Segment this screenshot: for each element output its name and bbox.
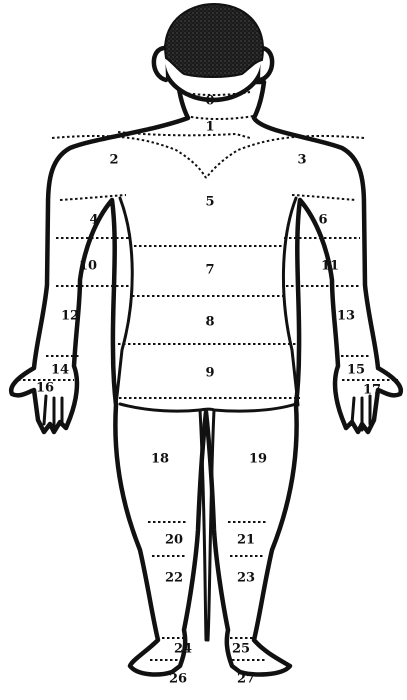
region-label-3: 3	[297, 153, 306, 168]
region-label-20: 20	[165, 533, 183, 548]
region-label-7: 7	[205, 263, 214, 278]
region-label-15: 15	[347, 363, 365, 378]
region-label-0: 0	[205, 94, 214, 109]
region-label-13: 13	[337, 309, 355, 324]
hair	[165, 4, 263, 77]
region-label-10: 10	[79, 259, 97, 274]
region-label-27: 27	[237, 672, 255, 687]
region-label-12: 12	[61, 309, 79, 324]
region-label-26: 26	[169, 672, 187, 687]
region-label-2: 2	[109, 153, 118, 168]
region-label-1: 1	[205, 120, 214, 135]
region-label-16: 16	[36, 381, 54, 396]
region-label-19: 19	[249, 452, 267, 467]
region-label-24: 24	[174, 642, 192, 657]
region-label-11: 11	[321, 259, 339, 274]
region-label-14: 14	[51, 363, 69, 378]
left-ear	[154, 48, 166, 80]
region-label-9: 9	[205, 366, 214, 381]
region-label-4: 4	[89, 213, 98, 228]
region-label-21: 21	[237, 533, 255, 548]
region-label-22: 22	[165, 571, 183, 586]
region-label-25: 25	[232, 642, 250, 657]
region-label-6: 6	[318, 213, 327, 228]
region-label-5: 5	[205, 195, 214, 210]
region-label-8: 8	[205, 315, 214, 330]
region-label-18: 18	[151, 452, 169, 467]
region-label-23: 23	[237, 571, 255, 586]
region-label-17: 17	[363, 383, 381, 398]
